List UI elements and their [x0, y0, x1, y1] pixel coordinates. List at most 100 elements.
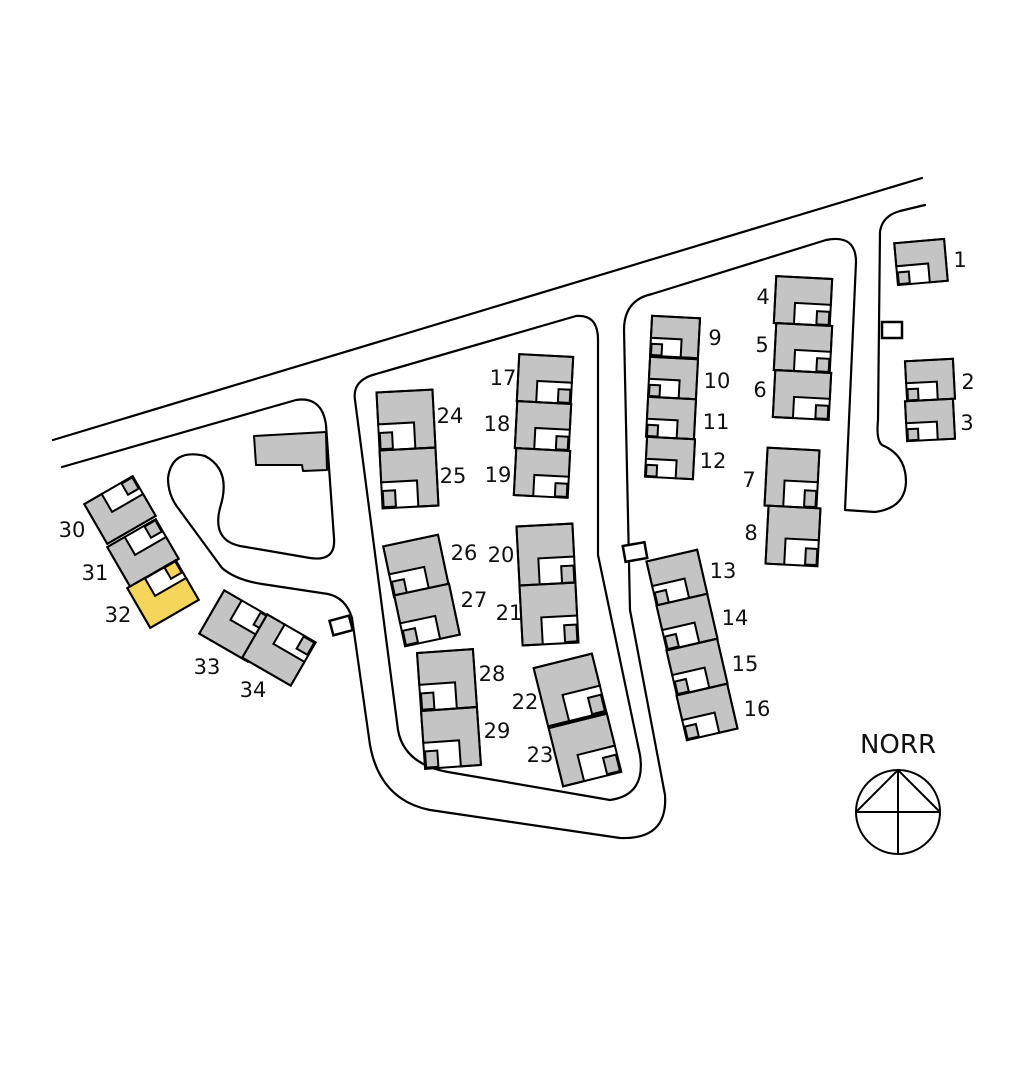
housing-unit-29[interactable]	[419, 706, 483, 770]
unit-number-label: 12	[700, 449, 727, 473]
unit-outline	[547, 712, 623, 788]
housing-unit-34[interactable]	[240, 612, 318, 688]
housing-unit-30[interactable]	[82, 474, 158, 546]
unit-number-label: 7	[742, 468, 755, 492]
unit-number-label: 15	[732, 652, 759, 676]
unit-number-label: 22	[512, 690, 539, 714]
housing-unit-32[interactable]	[125, 558, 201, 630]
housing-unit-24[interactable]	[375, 388, 437, 452]
unit-number-label: 1	[953, 248, 966, 272]
unit-storage-shed	[896, 270, 911, 286]
unit-outline	[82, 474, 158, 546]
housing-unit-7[interactable]	[763, 446, 821, 510]
unit-number-label: 6	[753, 378, 766, 402]
unit-storage-shed	[556, 388, 572, 404]
unit-outline	[518, 581, 580, 647]
housing-units: 1234567891011121314151617181920212223242…	[59, 237, 975, 788]
unit-number-label: 5	[755, 333, 768, 357]
unit-storage-shed	[419, 691, 436, 711]
unit-storage-shed	[906, 427, 920, 442]
housing-unit-18[interactable]	[513, 400, 573, 452]
unit-number-label: 24	[437, 404, 464, 428]
housing-unit-27[interactable]	[393, 582, 461, 648]
unit-outline	[393, 582, 461, 648]
detached-building	[253, 431, 328, 472]
unit-storage-shed	[601, 753, 622, 776]
unit-storage-shed	[563, 623, 579, 644]
housing-unit-2[interactable]	[903, 357, 957, 403]
unit-number-label: 23	[527, 743, 554, 767]
unit-number-label: 31	[82, 561, 109, 585]
north-arrow-icon	[855, 768, 941, 854]
housing-unit-12[interactable]	[643, 435, 697, 481]
unit-outline	[125, 558, 201, 630]
unit-body	[82, 492, 158, 546]
unit-storage-shed	[815, 310, 831, 326]
unit-storage-shed	[649, 342, 664, 357]
unit-number-label: 16	[744, 697, 771, 721]
waste-bin-east	[880, 320, 904, 340]
unit-number-label: 8	[744, 521, 757, 545]
housing-unit-17[interactable]	[515, 353, 575, 405]
unit-outline	[643, 435, 697, 481]
unit-number-label: 21	[496, 601, 523, 625]
unit-number-label: 11	[703, 410, 730, 434]
unit-outline	[240, 612, 318, 688]
unit-outline	[378, 446, 440, 510]
unit-storage-shed	[906, 387, 920, 402]
housing-unit-9[interactable]	[648, 314, 702, 360]
housing-unit-5[interactable]	[772, 322, 834, 374]
unit-storage-shed	[647, 383, 662, 398]
housing-unit-13[interactable]	[645, 548, 709, 608]
unit-storage-shed	[554, 435, 570, 451]
unit-outline	[419, 706, 483, 770]
housing-unit-11[interactable]	[644, 395, 698, 441]
waste-bin-west	[327, 614, 355, 637]
housing-unit-21[interactable]	[518, 581, 580, 647]
unit-storage-shed	[401, 627, 420, 647]
unit-outline	[675, 682, 739, 742]
unit-number-label: 13	[710, 559, 737, 583]
housing-unit-31[interactable]	[105, 517, 181, 589]
housing-unit-23[interactable]	[547, 712, 623, 788]
unit-outline	[764, 504, 822, 568]
unit-number-label: 20	[488, 543, 515, 567]
housing-unit-3[interactable]	[903, 397, 957, 443]
unit-storage-shed	[645, 423, 660, 438]
housing-unit-28[interactable]	[415, 648, 479, 712]
housing-unit-25[interactable]	[378, 446, 440, 510]
housing-unit-16[interactable]	[675, 682, 739, 742]
housing-unit-6[interactable]	[771, 369, 833, 421]
housing-unit-8[interactable]	[764, 504, 822, 568]
compass-label: NORR	[860, 730, 936, 760]
main-road-south-edge-west	[60, 203, 927, 840]
waste-bin-center	[621, 540, 649, 564]
unit-number-label: 19	[485, 463, 512, 487]
unit-storage-shed	[815, 357, 831, 373]
unit-storage-shed	[803, 547, 819, 567]
unit-outline	[771, 369, 833, 421]
housing-unit-15[interactable]	[665, 637, 729, 697]
unit-number-label: 28	[479, 662, 506, 686]
unit-storage-shed	[553, 482, 569, 498]
unit-outline	[532, 652, 608, 728]
unit-number-label: 9	[708, 326, 721, 350]
unit-outline	[903, 397, 957, 443]
housing-unit-4[interactable]	[772, 275, 834, 327]
housing-unit-20[interactable]	[515, 522, 577, 588]
housing-unit-1[interactable]	[893, 237, 949, 287]
roads	[51, 176, 927, 840]
housing-unit-19[interactable]	[512, 447, 572, 499]
unit-storage-shed	[814, 404, 830, 420]
unit-number-label: 26	[451, 541, 478, 565]
unit-storage-shed	[381, 489, 397, 509]
inner-loop-road	[353, 314, 642, 802]
housing-unit-14[interactable]	[655, 592, 719, 652]
unit-number-label: 29	[484, 719, 511, 743]
housing-unit-10[interactable]	[646, 355, 700, 401]
unit-storage-shed	[423, 749, 440, 769]
housing-unit-22[interactable]	[532, 652, 608, 728]
unit-number-label: 18	[484, 412, 511, 436]
unit-number-label: 33	[194, 655, 221, 679]
